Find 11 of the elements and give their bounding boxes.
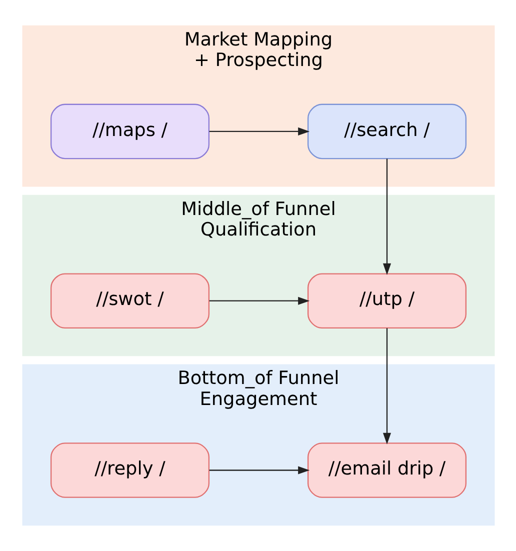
arrow	[208, 296, 310, 305]
node-box: //utp /	[306, 273, 466, 328]
arrow	[382, 158, 391, 275]
node-box: //email drip /	[306, 442, 466, 498]
node-box: //swot /	[50, 273, 210, 328]
arrow	[208, 127, 310, 136]
arrow	[208, 466, 310, 474]
arrow	[382, 328, 391, 444]
node-box: //maps /	[50, 104, 210, 160]
node-box: //search /	[306, 104, 466, 160]
node-box: //reply /	[50, 442, 210, 498]
